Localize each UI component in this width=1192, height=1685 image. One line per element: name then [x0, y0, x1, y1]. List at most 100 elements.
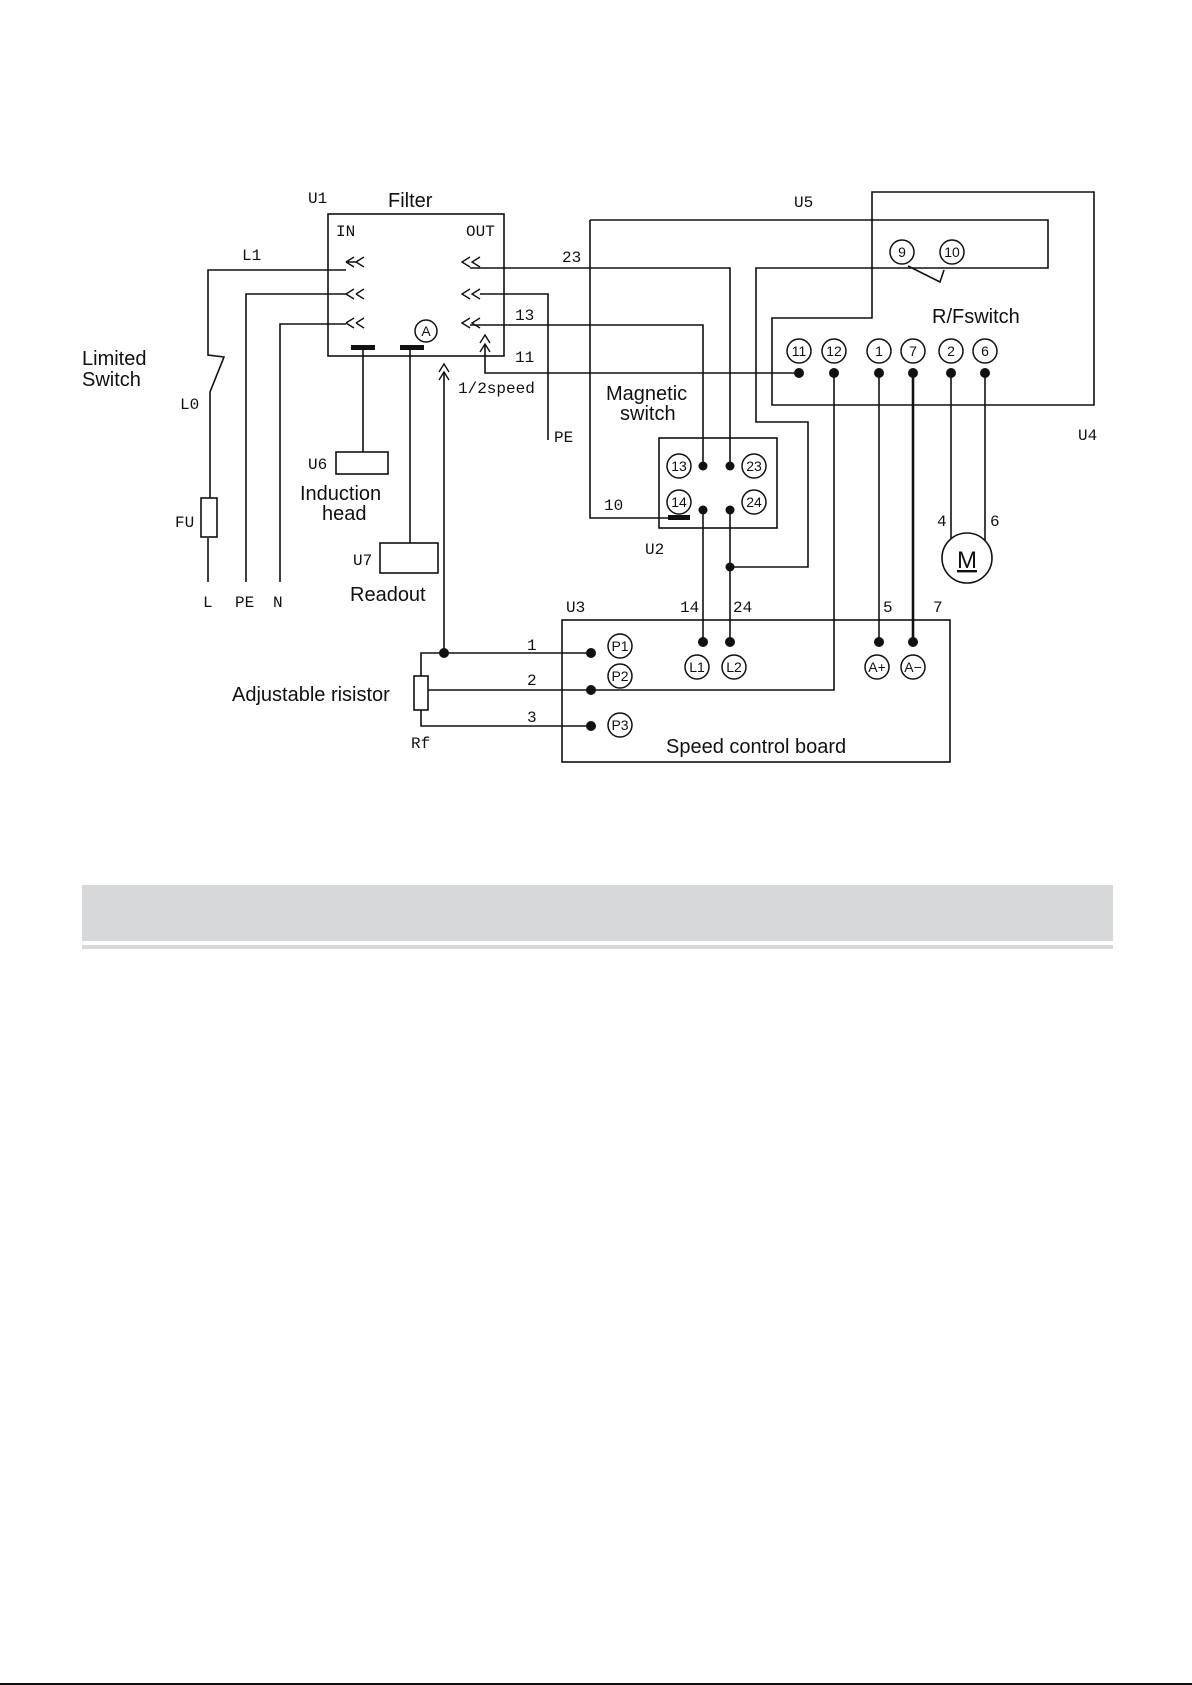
- rf-terminal-1: 1: [867, 339, 891, 363]
- ms-node-23: [726, 462, 735, 471]
- filter-speed-label: 1/2speed: [458, 380, 535, 398]
- wire-10: [590, 220, 680, 518]
- svg-text:10: 10: [944, 244, 960, 260]
- section-header-band: [82, 885, 1113, 941]
- filter-ammeter: A: [415, 320, 437, 342]
- svg-text:M: M: [957, 547, 977, 574]
- filter-title: Filter: [388, 190, 433, 212]
- board-terminal-Aplus: A+: [865, 655, 889, 679]
- filter-in-label: IN: [336, 223, 355, 241]
- wire-label-3: 3: [527, 709, 537, 727]
- svg-text:L1: L1: [689, 659, 705, 675]
- svg-text:12: 12: [826, 343, 842, 359]
- rf-terminal-2: 2: [939, 339, 963, 363]
- ms-terminal-23: 23: [742, 454, 766, 478]
- rf-switch-id: U4: [1078, 427, 1097, 445]
- ms-terminal-14: 14: [667, 490, 691, 514]
- svg-text:6: 6: [981, 343, 989, 359]
- filter-terminal-bar-1: [351, 345, 375, 350]
- svg-text:P2: P2: [611, 668, 628, 684]
- board-node-24: [725, 637, 735, 647]
- wiring-diagram: U1 Filter IN OUT A Limited Switch L0 L1 …: [0, 0, 1192, 880]
- wire-label-11: 11: [515, 349, 534, 367]
- wire-label-5: 5: [883, 599, 893, 617]
- wire-label-4: 4: [937, 513, 947, 531]
- limit-switch-id: L0: [180, 396, 199, 414]
- wire-label-L1: L1: [242, 247, 261, 265]
- svg-text:13: 13: [671, 458, 687, 474]
- fuse-id: FU: [175, 514, 194, 532]
- svg-text:A: A: [421, 323, 431, 339]
- board-node-14: [698, 637, 708, 647]
- rf-node-11: [794, 368, 804, 378]
- wire-label-7: 7: [933, 599, 943, 617]
- readout-id: U7: [353, 552, 372, 570]
- filter-terminal-bar-2: [400, 345, 424, 350]
- magnetic-switch-label-2: switch: [620, 403, 676, 425]
- supply-N: N: [273, 594, 283, 612]
- svg-text:P3: P3: [611, 717, 628, 733]
- magnetic-switch-label-1: Magnetic: [606, 383, 687, 405]
- rf-terminal-10: 10: [940, 240, 964, 264]
- limit-switch-label-1: Limited: [82, 348, 146, 370]
- wire-label-24: 24: [733, 599, 752, 617]
- wire-label-PE-out: PE: [554, 429, 573, 447]
- svg-text:24: 24: [746, 494, 762, 510]
- rf-terminal-12: 12: [822, 339, 846, 363]
- resistor-label: Adjustable risistor: [232, 684, 390, 706]
- svg-text:7: 7: [909, 343, 917, 359]
- svg-text:11: 11: [792, 343, 807, 359]
- induction-head-box: [336, 452, 388, 474]
- speed-board-id: U3: [566, 599, 585, 617]
- resistor-body: [414, 676, 428, 710]
- u5-id: U5: [794, 194, 813, 212]
- board-terminal-L1: L1: [685, 655, 709, 679]
- wire-label-1: 1: [527, 637, 537, 655]
- magnetic-switch-id: U2: [645, 541, 664, 559]
- ms-terminal-24: 24: [742, 490, 766, 514]
- rf-terminal-6: 6: [973, 339, 997, 363]
- board-terminal-Aminus: A−: [901, 655, 925, 679]
- rf-terminal-7: 7: [901, 339, 925, 363]
- svg-text:9: 9: [898, 244, 906, 260]
- rf-terminal-9: 9: [890, 240, 914, 264]
- svg-text:P1: P1: [611, 638, 628, 654]
- ms-terminal-bar: [668, 515, 690, 520]
- board-terminal-P2: P2: [608, 664, 632, 688]
- readout-box: [380, 543, 438, 573]
- induction-head-label-2: head: [322, 503, 367, 525]
- readout-label: Readout: [350, 584, 426, 606]
- svg-text:L2: L2: [726, 659, 742, 675]
- svg-text:2: 2: [947, 343, 955, 359]
- wire-label-23: 23: [562, 249, 581, 267]
- filter-input-connectors: [346, 257, 364, 328]
- resistor-id: Rf: [411, 735, 430, 753]
- wire-PE: [246, 294, 346, 582]
- rf-switch-box: [772, 192, 1094, 405]
- filter-id: U1: [308, 190, 327, 208]
- wire-label-6: 6: [990, 513, 1000, 531]
- induction-head-label-1: Induction: [300, 483, 381, 505]
- rf-switch-title: R/Fswitch: [932, 306, 1020, 328]
- rf-terminal-11: 11: [787, 339, 811, 363]
- filter-out-label: OUT: [466, 223, 495, 241]
- svg-text:A−: A−: [904, 659, 922, 675]
- wire-label-10: 10: [604, 497, 623, 515]
- speed-board-title: Speed control board: [666, 736, 846, 758]
- ms-terminal-13: 13: [667, 454, 691, 478]
- board-terminal-P1: P1: [608, 634, 632, 658]
- ms-node-13: [699, 462, 708, 471]
- wire-3: [421, 710, 591, 726]
- supply-L: L: [203, 594, 213, 612]
- svg-text:14: 14: [671, 494, 687, 510]
- wire-label-14: 14: [680, 599, 699, 617]
- supply-PE: PE: [235, 594, 254, 612]
- svg-text:A+: A+: [868, 659, 886, 675]
- svg-text:1: 1: [875, 343, 883, 359]
- wire-PE-out: [480, 294, 548, 440]
- board-terminal-P3: P3: [608, 713, 632, 737]
- fuse: [201, 498, 217, 537]
- wire-label-2: 2: [527, 672, 537, 690]
- board-node-7: [908, 637, 918, 647]
- motor: M: [942, 533, 992, 583]
